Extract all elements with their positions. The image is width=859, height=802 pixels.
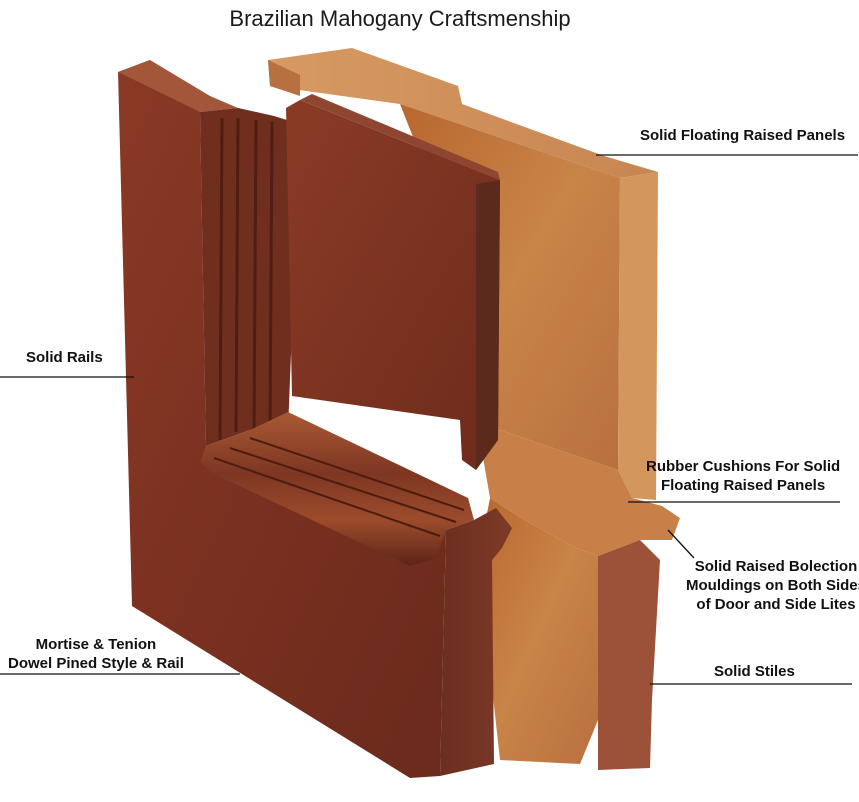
light-stile-end [598,540,660,770]
label-solid-stiles: Solid Stiles [714,663,795,680]
label-mortise-tenion: Mortise & Tenion Dowel Pined Style & Rai… [8,636,184,672]
dark-wood-section [118,60,512,778]
label-solid-rails: Solid Rails [26,349,103,366]
light-left-edge [268,60,300,96]
leader-lines [0,154,858,685]
dark-bolection-grooves [213,437,465,537]
label-rubber-cushions: Rubber Cushions For Solid Floating Raise… [646,458,841,494]
light-moulding [480,430,680,556]
dark-bolection-moulding [200,412,474,566]
label-bolection-mouldings: Solid Raised Bolection Mouldings on Both… [686,558,859,613]
leader-bolection [667,529,695,559]
light-lower-rail-face [478,498,598,764]
dark-moulding-grooves [218,117,274,441]
light-top-face [268,48,658,178]
dark-rail-front-face [118,60,446,778]
dark-rail-top [118,60,238,112]
label-solid-floating-raised-panels: Solid Floating Raised Panels [640,127,846,144]
dark-stile-end-profile [440,508,512,776]
diagram-title: Brazilian Mahogany Craftsmenship [229,6,571,31]
light-panel-edge [618,172,658,500]
dark-panel-top-edge [300,94,500,180]
dark-side-moulding [200,108,300,446]
dark-panel-right-edge [476,180,500,470]
dark-raised-panel [286,100,500,470]
